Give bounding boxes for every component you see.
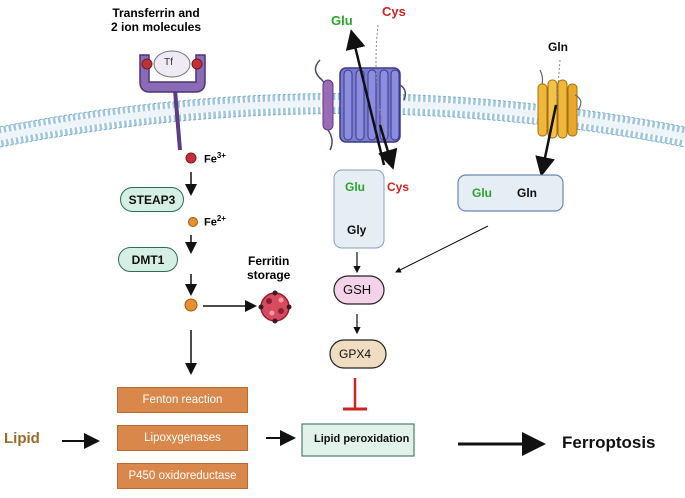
arrow-glu-export [345,29,386,166]
gln-box-gln: Gln [517,186,537,200]
gln-dotted-path [555,59,561,111]
fe3-label: Fe3+ [204,151,226,166]
ferroptosis-label: Ferroptosis [562,433,656,452]
steap3-node: STEAP3 [120,187,184,212]
fe3-ion-dot [185,152,197,164]
cys-dotted-path [375,24,385,131]
cys-top-label: Cys [382,4,406,19]
ferritin-label: Ferritin storage [247,254,290,282]
transferrin-label-line1: Transferrin and [112,6,200,20]
gln-box-glu: Glu [472,186,492,200]
gln-transporter [537,69,582,139]
lipid-peroxidation-box [301,423,415,457]
fenton-reaction-box: Fenton reaction [117,387,248,413]
system-xc-transporter [314,59,407,151]
ferritin-icon [258,290,292,324]
fe2-label-sup: 2+ [216,214,226,223]
fe3-label-sup: 3+ [216,151,226,160]
cell-cys-label: Cys [387,180,410,194]
glu-gln-box [457,174,564,212]
transferrin-receptor [139,50,206,151]
gsh-label: GSH [343,282,372,297]
p450-oxidoreductase-box: P450 oxidoreductase [117,463,248,489]
gln-top-label: Gln [548,40,568,54]
arrow-gln-to-gsh [395,225,489,273]
transferrin-label: Transferrin and 2 ion molecules [111,6,201,34]
ferritin-label-line2: storage [247,268,291,282]
fe3-label-text: Fe [204,153,217,166]
arrow-cys-import [378,124,398,170]
lipid-label: Lipid [4,430,40,447]
gpx4-node [329,339,387,369]
fe2-ion-dot [188,217,198,227]
ferritin-label-line1: Ferritin [248,254,290,268]
glu-cys-gly-box [333,169,385,249]
dmt1-node: DMT1 [118,247,178,272]
labile-iron-dot [184,298,198,312]
gpx4-label: GPX4 [339,347,372,361]
cell-glu-label: Glu [345,180,365,194]
glu-top-label: Glu [331,13,353,28]
arrow-gln-import [535,104,558,177]
fe2-label-text: Fe [204,216,217,229]
tf-label: Tf [164,57,173,68]
gsh-node [333,275,385,305]
cell-gly-label: Gly [347,223,367,237]
fe2-label: Fe2+ [204,214,226,229]
lipid-peroxidation-label: Lipid peroxidation [314,433,410,445]
transferrin-label-line2: 2 ion molecules [111,20,202,34]
lipoxygenases-box: Lipoxygenases [117,425,248,451]
